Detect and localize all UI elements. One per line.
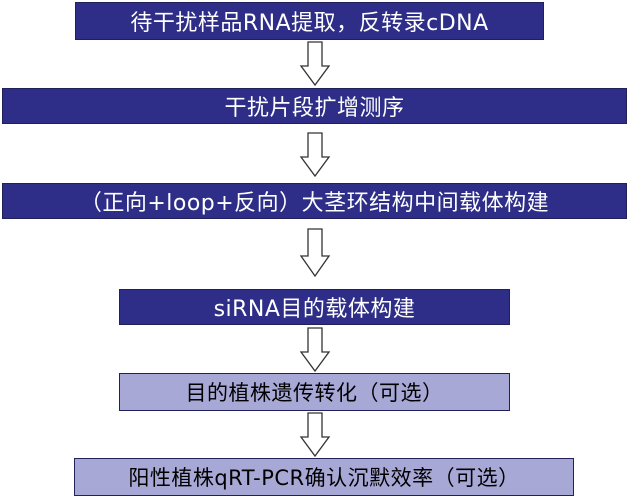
down-arrow-icon: [299, 41, 331, 87]
step-3-label: （正向+loop+反向）大茎环结构中间载体构建: [79, 191, 550, 216]
step-5-plant-transformation: 目的植株遗传转化（可选）: [119, 373, 510, 411]
step-5-label: 目的植株遗传转化（可选）: [185, 381, 444, 405]
step-3-hairpin-vector-construction: （正向+loop+反向）大茎环结构中间载体构建: [2, 183, 627, 219]
down-arrow-icon: [299, 412, 331, 458]
step-1-label: 待干扰样品RNA提取，反转录cDNA: [130, 11, 489, 36]
step-4-sirna-vector-construction: siRNA目的载体构建: [119, 289, 510, 325]
down-arrow-icon: [299, 327, 331, 373]
step-4-label: siRNA目的载体构建: [213, 297, 416, 322]
step-6-qrt-pcr-validation: 阳性植株qRT-PCR确认沉默效率（可选）: [74, 458, 574, 496]
step-2-amplification-sequencing: 干扰片段扩增测序: [2, 88, 627, 124]
step-6-label: 阳性植株qRT-PCR确认沉默效率（可选）: [128, 466, 520, 490]
step-1-rna-extraction: 待干扰样品RNA提取，反转录cDNA: [75, 2, 544, 40]
step-2-label: 干扰片段扩增测序: [224, 96, 405, 121]
down-arrow-icon: [299, 132, 331, 178]
down-arrow-icon: [299, 228, 331, 278]
